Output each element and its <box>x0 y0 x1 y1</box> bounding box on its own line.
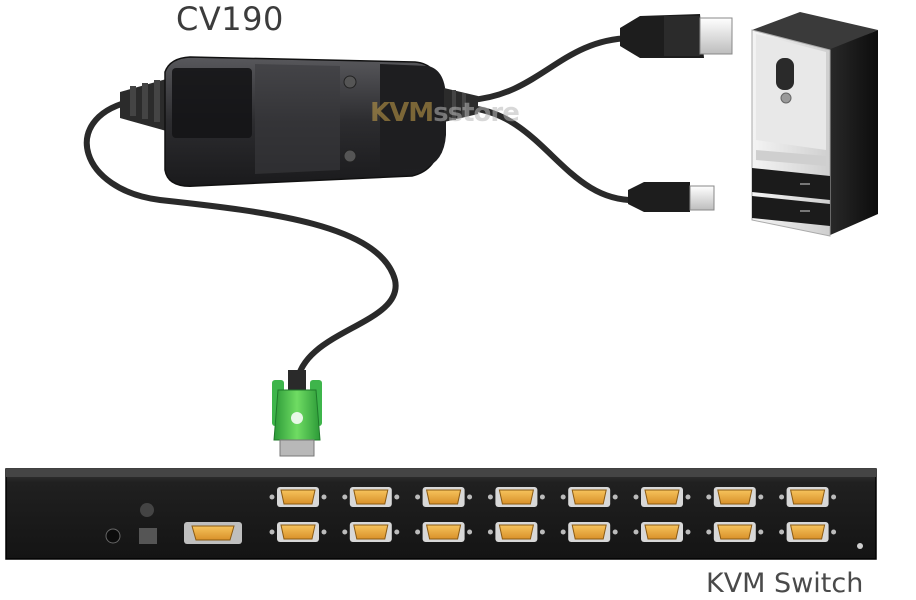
computer-tower-icon <box>751 12 878 237</box>
usb-connector-bottom <box>628 182 715 212</box>
screw-icon <box>343 75 357 89</box>
vga-port <box>269 487 327 507</box>
vga-port <box>269 522 327 542</box>
vga-connector <box>272 370 322 457</box>
watermark-logo: KVMsstore <box>370 98 520 128</box>
kvm-switch-label: KVM Switch <box>706 568 864 599</box>
screw-icon <box>343 149 357 163</box>
vga-port <box>560 522 618 542</box>
strain-relief-right <box>444 88 478 122</box>
usb-cable-bottom <box>467 105 643 204</box>
vga-port <box>342 522 400 542</box>
vga-port <box>487 522 545 542</box>
vga-port <box>779 522 837 542</box>
vga-port <box>633 522 691 542</box>
power-jack-icon <box>105 528 121 544</box>
watermark-part1: KVM <box>370 98 434 128</box>
cable-group <box>83 35 643 388</box>
vga-port <box>779 487 837 507</box>
vga-port <box>415 522 473 542</box>
vga-port <box>487 487 545 507</box>
cv190-adapter <box>120 56 478 187</box>
power-button-icon <box>780 92 792 104</box>
usb-connector-top <box>620 14 733 58</box>
port-grid <box>269 487 837 542</box>
strain-relief-left <box>120 78 170 132</box>
usb-cable-top <box>467 35 633 103</box>
watermark-part2: sstore <box>433 98 520 128</box>
vga-port <box>560 487 618 507</box>
vga-port <box>633 487 691 507</box>
vga-port <box>415 487 473 507</box>
vga-port <box>706 522 764 542</box>
kvm-switch-body <box>5 468 877 560</box>
reset-switch-icon <box>140 503 154 517</box>
vga-port <box>706 487 764 507</box>
console-port <box>184 522 242 544</box>
vga-cable <box>83 99 399 388</box>
status-led-icon <box>857 543 863 549</box>
vga-port <box>342 487 400 507</box>
adapter-label-recess <box>172 68 252 138</box>
diagram-title: CV190 <box>176 0 284 38</box>
kvm-switch <box>5 468 877 560</box>
